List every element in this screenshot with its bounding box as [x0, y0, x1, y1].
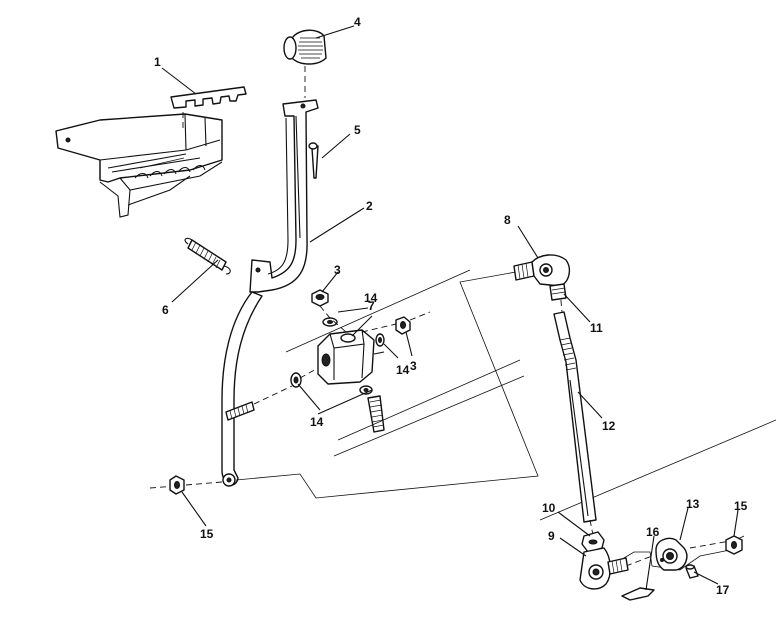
callout-7: 7	[368, 299, 375, 313]
frame-reference-lines	[285, 269, 776, 521]
part-3-nut-right	[361, 311, 431, 335]
callout-11: 11	[590, 321, 603, 335]
callout-10: 10	[542, 501, 556, 515]
callout-1: 1	[154, 55, 161, 69]
callout-leader-lines	[161, 25, 739, 591]
part-11-ball-stud	[549, 283, 567, 301]
threaded-stud	[225, 385, 293, 421]
callout-16: 16	[646, 525, 660, 539]
callout-14c: 14	[310, 415, 324, 429]
callout-14b: 14	[396, 363, 410, 377]
assembly-lines	[149, 271, 745, 571]
part-14-washer-right	[375, 333, 385, 347]
part-5-cotter-pin	[308, 142, 319, 179]
callout-4: 4	[354, 15, 361, 29]
part-16-woodruff-key	[621, 587, 655, 601]
callout-2: 2	[366, 199, 373, 213]
part-7-pivot-block	[317, 329, 385, 385]
callout-labels: 1 2 3 3 4 5 6 7 8 9 10 11 12 13 14 14 14…	[154, 15, 748, 597]
callout-17: 17	[716, 583, 730, 597]
part-2-shift-lever	[249, 99, 319, 293]
shift-bracket-housing	[55, 112, 223, 218]
part-13-flange-bracket	[655, 537, 688, 571]
part-17-dowel-pin	[685, 564, 699, 579]
callout-9: 9	[548, 529, 555, 543]
part-14-washer-left	[290, 367, 319, 388]
part-12-shift-rod	[553, 311, 597, 541]
part-14-washer-top	[319, 305, 347, 333]
callout-15a: 15	[200, 527, 214, 541]
part-6-return-spring	[184, 237, 231, 275]
part-1-shift-gate-plate	[170, 86, 247, 109]
callout-6: 6	[162, 303, 169, 317]
callout-13: 13	[686, 497, 700, 511]
part-3-nut-top	[311, 289, 329, 307]
callout-5: 5	[354, 123, 361, 137]
callout-12: 12	[602, 419, 616, 433]
callout-14a: 14	[364, 291, 378, 305]
callout-3b: 3	[410, 359, 417, 373]
shift-rod-arm	[221, 291, 263, 487]
part-9-lower-rod-end	[579, 547, 629, 590]
part-15-nut-left	[169, 475, 185, 495]
lower-bolt	[367, 395, 385, 433]
callout-3a: 3	[334, 263, 341, 277]
part-14-washer-bottom	[359, 385, 373, 395]
callout-8: 8	[504, 213, 511, 227]
part-8-upper-rod-end	[513, 254, 571, 287]
callout-15b: 15	[734, 499, 748, 513]
part-4-shift-knob	[283, 29, 327, 98]
part-10-jam-nut	[581, 531, 605, 553]
part-15-nut-right	[725, 535, 743, 555]
